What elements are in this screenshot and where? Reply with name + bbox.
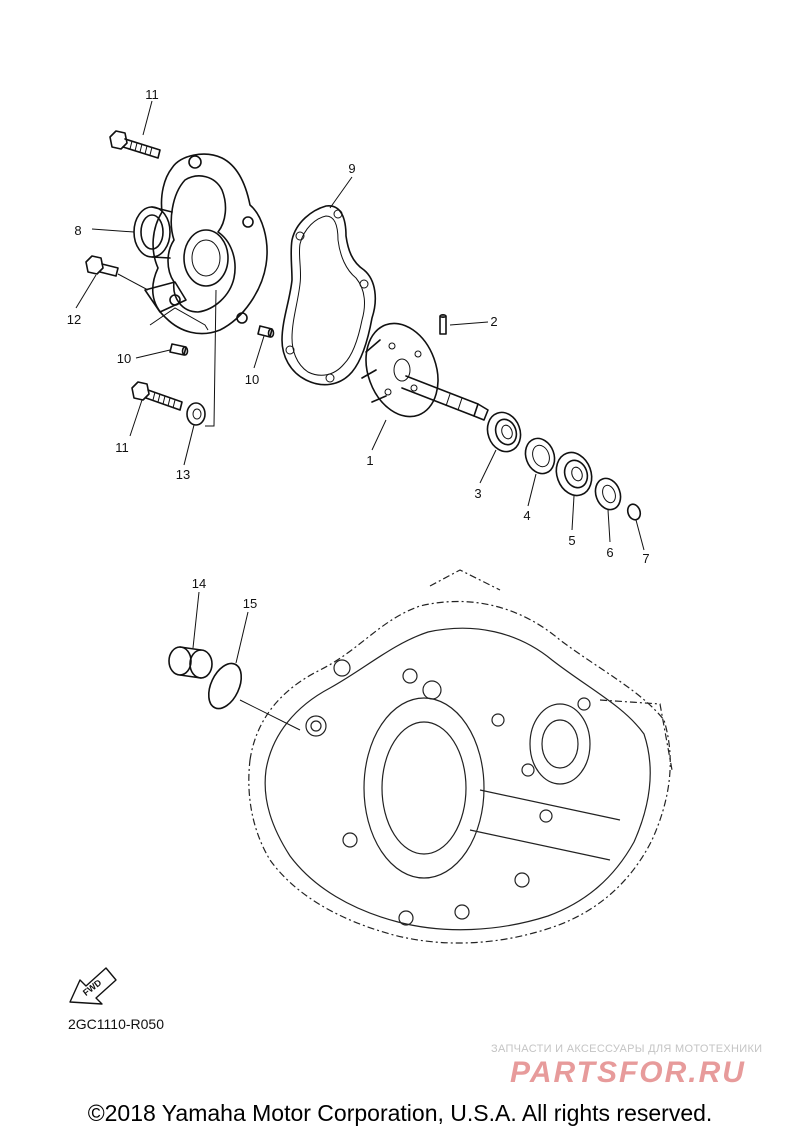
dowel-pin-left <box>169 343 189 356</box>
callout-10-left: 10 <box>117 351 131 366</box>
pump-housing-cover <box>144 153 268 335</box>
callout-11-top: 11 <box>145 87 159 102</box>
pipe-fitting <box>133 206 173 259</box>
callout-labels: 11 9 8 12 2 10 10 1 11 13 3 4 5 6 7 14 1… <box>67 87 650 611</box>
oil-seal-4 <box>524 437 556 475</box>
callout-4: 4 <box>523 508 530 523</box>
watermark-tagline: ЗАПЧАСТИ И АКСЕССУАРЫ ДЛЯ МОТОТЕХНИКИ <box>491 1043 763 1055</box>
callout-7: 7 <box>642 551 649 566</box>
collar-14 <box>168 646 213 679</box>
callout-15: 15 <box>243 596 257 611</box>
copyright-notice: ©2018 Yamaha Motor Corporation, U.S.A. A… <box>87 1100 713 1126</box>
bolt-12 <box>85 255 149 291</box>
dowel-pin-right <box>257 325 275 338</box>
washer-13 <box>186 402 206 426</box>
o-ring-15 <box>207 662 243 710</box>
shaft-pin <box>439 314 447 335</box>
callout-12: 12 <box>67 312 81 327</box>
watermark-logo: PARTSFOR.RU <box>510 1056 746 1089</box>
crankcase-outline <box>248 569 673 944</box>
leader-lines <box>75 100 645 731</box>
callout-5: 5 <box>568 533 575 548</box>
callout-1: 1 <box>366 453 373 468</box>
callout-11-bottom: 11 <box>115 440 129 455</box>
circlip-7 <box>626 503 642 521</box>
callout-2: 2 <box>490 314 497 329</box>
bearing-6 <box>594 477 622 511</box>
gasket <box>281 205 377 386</box>
callout-10-right: 10 <box>245 372 259 387</box>
callout-3: 3 <box>474 486 481 501</box>
callout-13: 13 <box>176 467 190 482</box>
fwd-arrow-icon: FWD <box>69 967 117 1005</box>
bolt-bottom <box>131 381 183 411</box>
diagram-code: 2GC1110-R050 <box>68 1016 164 1032</box>
callout-6: 6 <box>606 545 613 560</box>
mechanical-seal-5 <box>555 451 593 497</box>
callout-9: 9 <box>348 161 355 176</box>
callout-14: 14 <box>192 576 206 591</box>
impeller-shaft <box>361 322 489 421</box>
bolt-top <box>109 130 161 159</box>
bearing-3 <box>486 411 522 453</box>
callout-8: 8 <box>74 223 81 238</box>
watermark-logo-text: PARTSFOR.RU <box>510 1056 746 1089</box>
